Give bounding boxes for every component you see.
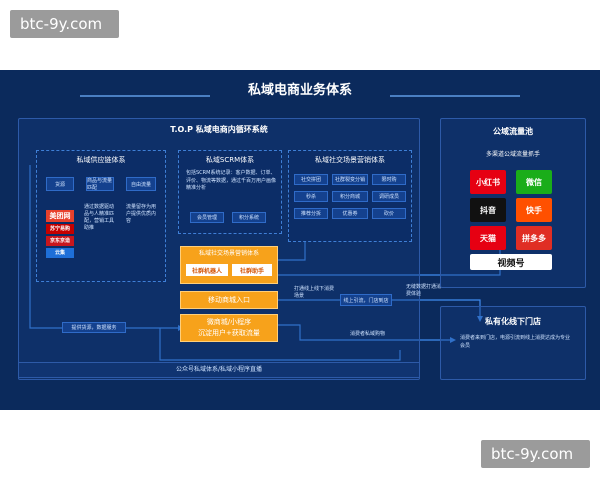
logo-suning-text: 苏宁易购 xyxy=(49,225,70,232)
logo-suning: 苏宁易购 xyxy=(46,224,74,234)
label-right-small: 无缝数据打通消费体验 xyxy=(406,284,442,297)
supply-tag-match: 商品与流量匹配 xyxy=(86,177,114,191)
social-tag-5: 积分商城 xyxy=(332,191,368,202)
social-tag-3: 限时购 xyxy=(372,174,406,185)
assistant-button[interactable]: 社群助手 xyxy=(232,264,272,276)
offline-desc: 消费者来到门店，电源引流到线上消费达成为专业会员 xyxy=(460,335,571,349)
kuaishou-icon: 快手 xyxy=(516,198,552,222)
logo-yunji: 云集 xyxy=(46,248,74,258)
xiaohongshu-icon: 小红书 xyxy=(470,170,506,194)
mall-entry-button[interactable]: 移动商城入口 xyxy=(180,291,278,309)
arrowhead-offline xyxy=(477,316,483,322)
supply-tag-source: 货源 xyxy=(46,177,74,191)
wechat-label: 微信 xyxy=(526,177,542,187)
logo-jd-text: 京东京造 xyxy=(49,237,70,244)
arrowhead-offline-2 xyxy=(450,337,456,343)
social-tag-7: 推荐分拆 xyxy=(294,208,328,219)
social-tag-9: 砍价 xyxy=(372,208,406,219)
supply-title: 私域供应链体系 xyxy=(76,156,126,164)
pinduoduo-label: 拼多多 xyxy=(522,233,546,243)
social-tag-8: 优惠券 xyxy=(332,208,368,219)
robot-button[interactable]: 社群机器人 xyxy=(186,264,228,276)
logo-meituan-text: 美团网 xyxy=(49,211,71,220)
social-title: 私域社交场景营销体系 xyxy=(315,156,385,164)
scrm-desc: 包括SCRM系统记录：客户数据、订单、评价、物流等数据，通过千百万用户画像精准分… xyxy=(186,170,277,191)
diagram-title: 私域电商业务体系 xyxy=(247,83,352,98)
supply-tag-free: 自由流量 xyxy=(126,177,156,191)
supply-desc-1: 通过数据驱动品与人精准匹配，营销工具助推 xyxy=(84,204,115,231)
social-tag-4: 秒杀 xyxy=(294,191,328,202)
scrm-tag-points: 积分系统 xyxy=(232,212,266,223)
scrm-title: 私域SCRM体系 xyxy=(205,156,255,164)
diagram-banner: 私域电商业务体系 T.O.P 私域电商内循环系统 私域供应链体系 货源 商品与流… xyxy=(0,70,600,410)
platform-grid: 小红书 微信抖音 快手天猫 拼多多视频号 xyxy=(470,170,560,270)
loop-system-title: T.O.P 私域电商内循环系统 xyxy=(170,125,268,134)
platforms-title: 多渠道公域流量抓手 xyxy=(485,151,540,158)
xiaohongshu-label: 小红书 xyxy=(476,177,500,187)
kuaishou-label: 快手 xyxy=(526,205,542,215)
social-tag-1: 社交拼团 xyxy=(294,174,328,185)
mini-program-line2: 沉淀用户+获取流量 xyxy=(198,329,260,337)
arrow-social-to-center xyxy=(278,242,306,261)
social-tag-6: 调研成员 xyxy=(372,191,406,202)
social-tag-2: 社群裂变分销 xyxy=(332,174,368,185)
arrow-supply-to-center xyxy=(29,165,178,329)
watermark-top: btc-9y.com xyxy=(10,10,119,38)
label-mid-arrow: 打通线上线下消费场景 xyxy=(294,286,335,299)
offline-title: 私有化线下门店 xyxy=(485,317,541,326)
watermark-bottom: btc-9y.com xyxy=(481,440,590,468)
label-right-tag: 线上引流，门店到店 xyxy=(340,294,392,306)
douyin-icon: 抖音 xyxy=(470,198,506,222)
public-pool-title: 公域流量池 xyxy=(493,127,533,136)
label-supply-arrow: 提供货源，数据服务 xyxy=(62,322,126,333)
mini-program-box[interactable] xyxy=(180,314,278,342)
logo-meituan: 美团网 xyxy=(46,210,74,222)
arrow-bottom-loop xyxy=(159,328,401,361)
wechat-icon: 微信 xyxy=(516,170,552,194)
arrow-center-to-offline xyxy=(278,324,450,341)
mini-program-line1: 微商城/小程序 xyxy=(206,318,252,326)
supply-desc-2: 流量留存为用户提供优质内容 xyxy=(126,204,157,224)
tmall-label: 天猫 xyxy=(480,233,496,243)
tmall-icon: 天猫 xyxy=(470,226,506,250)
label-consume: 消费者私域购物 xyxy=(350,331,386,337)
center-box-title: 私域社交场景营销体系 xyxy=(198,250,259,257)
logo-yunji-text: 云集 xyxy=(54,249,65,256)
video-channel-badge: 视频号 xyxy=(470,254,552,270)
offline-panel xyxy=(440,306,586,380)
douyin-label: 抖音 xyxy=(480,205,496,215)
logo-jd: 京东京造 xyxy=(46,236,74,246)
bottom-bar xyxy=(18,362,420,378)
scrm-tag-member: 会员管理 xyxy=(190,212,224,223)
bottom-bar-text: 公众号私域体系/私域小程序直播 xyxy=(175,366,263,373)
arrow-tag-to-offline xyxy=(392,299,481,316)
pinduoduo-icon: 拼多多 xyxy=(516,226,552,250)
